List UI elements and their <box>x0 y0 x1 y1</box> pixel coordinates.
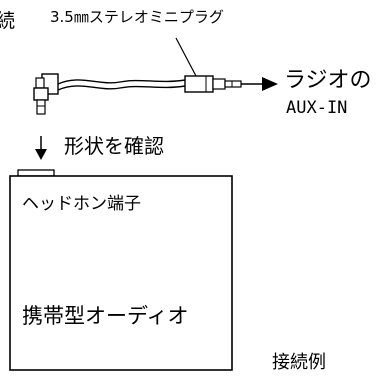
right-arrow-icon <box>241 77 278 91</box>
example-caption: 接続例 <box>272 352 326 373</box>
radio-label: ラジオの <box>284 68 372 93</box>
straight-plug-icon <box>184 75 242 93</box>
plug-label-leader <box>175 37 197 77</box>
device-label: 携帯型オーディオ <box>22 304 189 328</box>
headphone-jack-label: ヘッドホン端子 <box>22 194 141 214</box>
aux-in-label: AUX-IN <box>286 98 348 118</box>
audio-cable-inner <box>57 85 186 91</box>
portable-audio-device <box>9 175 233 371</box>
corner-text-fragment: 続 <box>0 10 16 32</box>
check-shape-label: 形状を確認 <box>64 134 164 158</box>
down-arrow-icon <box>35 136 47 160</box>
audio-cable <box>57 79 186 85</box>
headphone-jack-tab <box>17 169 55 177</box>
plug-label: 3.5㎜ステレオミニプラグ <box>50 8 224 26</box>
angled-plug-icon <box>33 73 59 115</box>
